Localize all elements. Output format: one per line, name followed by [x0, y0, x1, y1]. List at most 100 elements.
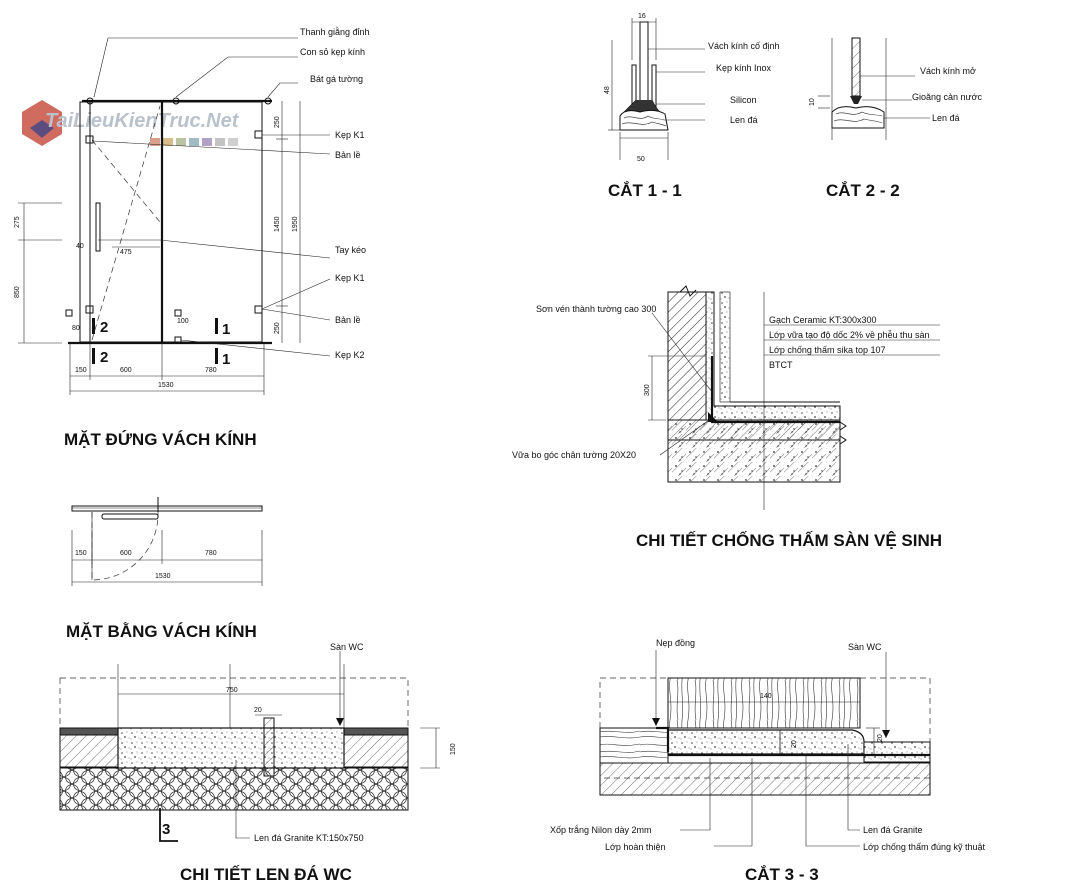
dim-250-top: 250	[274, 116, 281, 128]
wp-label-tile: Gạch Ceramic KT:300x300	[769, 315, 877, 325]
sec11-dim-50: 50	[637, 156, 645, 163]
label-hinge-bottom: Bản lề	[335, 315, 361, 325]
watermark-logo: TaiLieuKienTruc.Net	[22, 100, 240, 146]
sec33-copper-strip	[656, 726, 670, 752]
dim-1950: 1950	[292, 216, 299, 232]
sec33-slab	[599, 762, 931, 796]
label-top-rail: Thanh giằng đỉnh	[300, 27, 370, 37]
dim-100: 100	[177, 318, 189, 325]
sill-wall-outline	[59, 677, 409, 729]
logo-diamond-icon	[30, 120, 54, 138]
wp-label-sika: Lớp chống thấm sika top 107	[769, 345, 885, 355]
dim-780: 780	[205, 367, 217, 374]
title-section-1-1: CẮT 1 - 1	[608, 181, 682, 200]
wp-label-mortar: Lớp vữa tạo độ dốc 2% về phễu thu sàn	[769, 330, 930, 340]
plan-dim-600: 600	[120, 550, 132, 557]
plan-door-swing	[91, 511, 159, 581]
stone-sill-drawing: 750 20 150 Sàn WC Len đá Granite KT:150x…	[59, 642, 457, 884]
sec33-label-wc-floor: Sàn WC	[848, 642, 882, 652]
sec33-label-finish: Lớp hoàn thiện	[605, 842, 665, 852]
sec22-dim-10: 10	[809, 98, 816, 106]
sec11-label-silicon: Silicon	[730, 95, 757, 105]
title-stone-sill: CHI TIẾT LEN ĐÁ WC	[180, 865, 352, 884]
sec22-glass	[851, 37, 861, 97]
dim-850: 850	[14, 286, 21, 298]
sec33-label-foam: Xốp trắng Nilon dày 2mm	[550, 825, 652, 835]
dim-80: 80	[72, 325, 80, 332]
section-mark-3: 3	[162, 821, 170, 838]
watermark-text: TaiLieuKienTruc.Net	[45, 110, 240, 132]
dim-250-bottom: 250	[274, 322, 281, 334]
elevation-drawing: 2 1 2 1 Thanh giằng đỉnh Con sỏ kẹp kính…	[14, 27, 370, 449]
sec11-dim-48: 48	[604, 86, 611, 94]
title-section-3-3: CẮT 3 - 3	[745, 865, 819, 884]
sec33-label-copper-strip: Nẹp đồng	[656, 638, 695, 648]
label-clamp-k2: Kẹp K2	[335, 350, 365, 360]
sec33-label-waterproof: Lớp chống thấm đúng kỹ thuật	[863, 842, 985, 852]
sec33-dim-20b: 20	[877, 734, 884, 742]
sill-label-granite: Len đá Granite KT:150x750	[254, 833, 364, 843]
section-3-3-drawing: Nẹp đồng Sàn WC 140 20 20 Xốp trắng Nilo…	[550, 638, 985, 884]
wp-label-wall-paint: Sơn vén thành tường cao 300	[536, 304, 656, 314]
label-clamp-k1-top: Kẹp K1	[335, 130, 365, 140]
title-section-2-2: CẮT 2 - 2	[826, 181, 900, 200]
sec33-dim-20a: 20	[791, 740, 798, 748]
plan-drawing: 150 600 780 1530 MẶT BẰNG VÁCH KÍNH	[66, 497, 263, 641]
door-handle	[95, 202, 101, 252]
plan-dim-150: 150	[75, 550, 87, 557]
sec22-label-water-seal: Gioăng cản nước	[912, 92, 982, 102]
sec11-dim-16: 16	[638, 13, 646, 20]
sill-label-wc-floor: Sàn WC	[330, 642, 364, 652]
section-mark-1-bottom: 1	[222, 351, 230, 368]
sill-gravel-base	[59, 767, 409, 811]
plan-dim-780: 780	[205, 550, 217, 557]
sill-dim-150: 150	[450, 743, 457, 755]
dim-150: 150	[75, 367, 87, 374]
section-mark-2-top: 2	[100, 319, 108, 336]
dim-1530: 1530	[158, 382, 174, 389]
dim-600: 600	[120, 367, 132, 374]
section-mark-2-bottom: 2	[100, 349, 108, 366]
label-clamp-bar: Con sỏ kẹp kính	[300, 47, 365, 57]
sec33-granite	[667, 729, 865, 755]
sec33-dim-140: 140	[760, 693, 772, 700]
label-wall-bracket: Bát gá tường	[310, 74, 363, 84]
sec11-label-fixed-glass: Vách kính cố định	[708, 41, 780, 51]
dim-475: 475	[120, 249, 132, 256]
sec22-label-open-glass: Vách kính mở	[920, 66, 976, 76]
sill-granite	[117, 727, 345, 769]
wp-finish-layer	[705, 291, 841, 421]
waterproofing-drawing: 300 Sơn vén thành tường cao 300 Gạch Cer…	[512, 285, 942, 550]
sec33-wood-floor	[599, 727, 669, 764]
plan-dim-1530: 1530	[155, 573, 171, 580]
label-clamp-k1-mid: Kẹp K1	[335, 273, 365, 283]
dim-1450: 1450	[274, 216, 281, 232]
title-waterproofing: CHI TIẾT CHỐNG THẤM SÀN VỆ SINH	[636, 530, 942, 550]
sec11-label-stone-sill: Len đá	[730, 115, 758, 125]
dim-275: 275	[14, 216, 21, 228]
sec11-glass	[639, 21, 649, 111]
sill-glass-post	[263, 717, 275, 777]
label-handle: Tay kéo	[335, 245, 366, 255]
wp-concrete-slab	[667, 419, 841, 483]
dim-40: 40	[76, 243, 84, 250]
sill-dim-750: 750	[226, 687, 238, 694]
plan-handle	[101, 513, 159, 520]
sec11-label-inox-clamp: Kẹp kính Inox	[716, 63, 772, 73]
wp-label-concrete: BTCT	[769, 360, 793, 370]
wp-label-corner: Vữa bo góc chân tường 20X20	[512, 450, 636, 460]
label-hinge-top: Bản lề	[335, 150, 361, 160]
section-2-2-drawing: 10 Vách kính mở Gioăng cản nước Len đá C…	[809, 37, 982, 200]
section-1-1-drawing: 16 48 50 Vách kính cố định Kẹp kính Inox…	[604, 13, 780, 200]
section-mark-1-top: 1	[222, 321, 230, 338]
sec22-label-stone-sill: Len đá	[932, 113, 960, 123]
sill-dim-20: 20	[254, 707, 262, 714]
sec22-seal	[850, 96, 862, 104]
title-elevation: MẶT ĐỨNG VÁCH KÍNH	[64, 430, 257, 449]
plan-glass-line	[71, 505, 263, 512]
sec33-wood-frame	[667, 677, 861, 729]
title-plan: MẶT BẰNG VÁCH KÍNH	[66, 622, 257, 641]
wp-dim-300: 300	[644, 384, 651, 396]
sec33-label-granite: Len đá Granite	[863, 825, 923, 835]
